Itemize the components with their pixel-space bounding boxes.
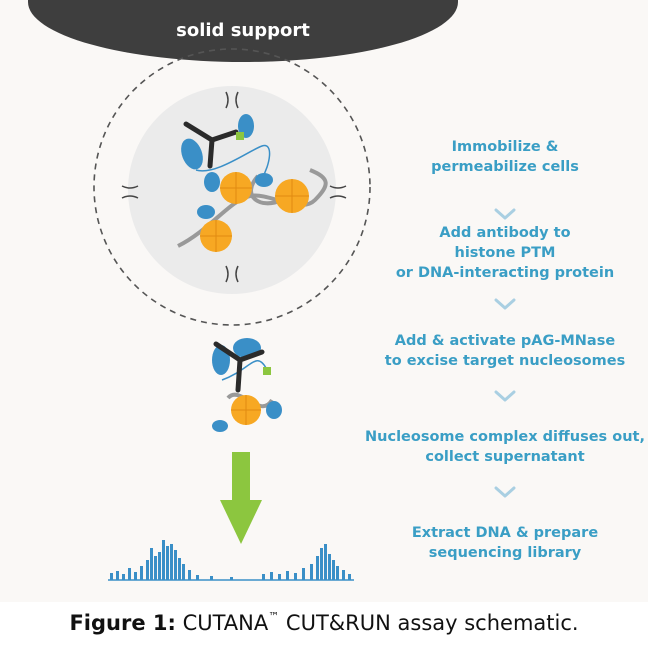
- permeabilization-marks: [121, 91, 347, 283]
- step-line: to excise target nucleosomes: [384, 353, 626, 369]
- step-line: histone PTM: [454, 245, 556, 261]
- figure-panel: [0, 0, 648, 602]
- chevron-down-icon: [494, 298, 516, 310]
- caption-prefix: Figure 1:: [69, 611, 176, 635]
- step-line: sequencing library: [428, 545, 582, 561]
- step-4: Nucleosome complex diffuses out, collect…: [360, 427, 648, 467]
- nucleosome-icon: [275, 179, 309, 213]
- released-complex: [212, 338, 282, 432]
- step-line: or DNA-interacting protein: [395, 265, 615, 281]
- step-line: Add antibody to: [439, 225, 571, 241]
- chevron-down-icon: [494, 208, 516, 220]
- nucleosome-icon: [200, 220, 232, 252]
- step-3: Add & activate pAG-MNase to excise targe…: [360, 331, 648, 371]
- step-1: Immobilize & permeabilize cells: [360, 137, 648, 177]
- pag-mnase-proteins: [181, 114, 273, 219]
- figure-caption: Figure 1: CUTANA™ CUT&RUN assay schemati…: [0, 610, 648, 635]
- chevron-down-icon: [494, 486, 516, 498]
- tag-icon: [236, 132, 244, 140]
- antibody-icon: [183, 121, 239, 169]
- caption-brand: CUTANA: [182, 611, 269, 635]
- step-line: Immobilize &: [451, 139, 559, 155]
- cell-membrane: [93, 48, 371, 326]
- step-line: Extract DNA & prepare: [411, 525, 599, 541]
- schematic-illustration: [93, 48, 516, 581]
- caption-text: CUT&RUN assay schematic.: [279, 611, 579, 635]
- chevron-down-icon: [494, 390, 516, 402]
- step-2: Add antibody to histone PTM or DNA-inter…: [360, 223, 648, 283]
- step-line: permeabilize cells: [431, 159, 579, 175]
- step-5: Extract DNA & prepare sequencing library: [360, 523, 648, 563]
- step-line: collect supernatant: [425, 449, 585, 465]
- sequencing-peaks: [110, 540, 351, 580]
- step-line: Nucleosome complex diffuses out,: [365, 429, 645, 445]
- down-arrow-icon: [220, 452, 262, 544]
- solid-support-label: solid support: [176, 20, 310, 41]
- step-line: Add & activate pAG-MNase: [394, 333, 616, 349]
- nucleosome-icon: [220, 172, 252, 204]
- trademark-symbol: ™: [268, 610, 280, 623]
